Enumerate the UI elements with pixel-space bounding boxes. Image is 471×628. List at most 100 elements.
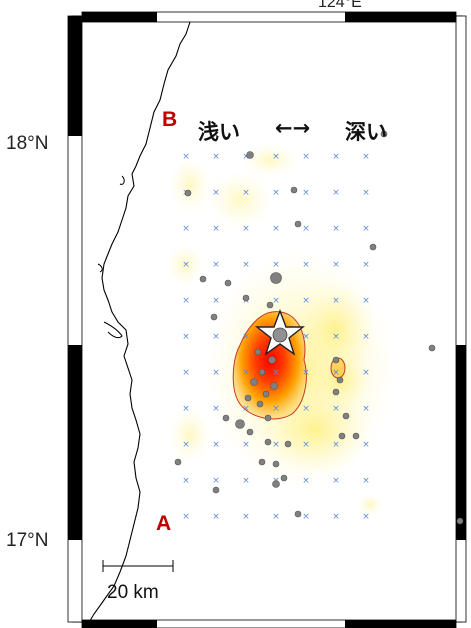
grid-cross-icon: × [242, 476, 250, 486]
earthquake-dot-icon [290, 186, 298, 194]
grid-cross-icon: × [332, 440, 340, 450]
grid-cross-icon: × [212, 440, 220, 450]
earthquake-dot-icon [254, 348, 262, 356]
earthquake-dot-icon [184, 189, 192, 197]
grid-cross-icon: × [212, 188, 220, 198]
grid-cross-icon: × [362, 152, 370, 162]
star-epicenter-icon [254, 309, 306, 356]
earthquake-dot-icon [272, 480, 280, 488]
grid-cross-icon: × [332, 188, 340, 198]
grid-cross-icon: × [272, 404, 280, 414]
earthquake-dot-icon [369, 243, 377, 251]
grid-cross-icon: × [272, 368, 280, 378]
grid-cross-icon: × [302, 332, 310, 342]
grid-cross-icon: × [332, 368, 340, 378]
grid-cross-icon: × [182, 404, 190, 414]
grid-cross-icon: × [332, 404, 340, 414]
grid-cross-icon: × [242, 188, 250, 198]
grid-cross-icon: × [212, 476, 220, 486]
earthquake-dot-icon [212, 486, 220, 494]
earthquake-dot-icon [210, 313, 218, 321]
legend-deep-label: 深い [345, 120, 387, 144]
earthquake-dot-icon [174, 458, 182, 466]
grid-cross-icon: × [302, 368, 310, 378]
grid-cross-icon: × [272, 512, 280, 522]
grid-cross-icon: × [212, 368, 220, 378]
map-frame-border [67, 11, 467, 628]
grid-cross-icon: × [302, 152, 310, 162]
section-start-label: A [156, 512, 172, 535]
grid-cross-icon: × [362, 476, 370, 486]
earthquake-dot-icon [338, 432, 346, 440]
grid-cross-icon: × [272, 188, 280, 198]
scale-bar [102, 560, 174, 572]
grid-cross-icon: × [332, 512, 340, 522]
grid-cross-icon: × [182, 368, 190, 378]
scale-bar-label: 20 km [107, 582, 159, 603]
earthquake-dot-icon [272, 460, 280, 468]
grid-cross-icon: × [272, 260, 280, 270]
grid-cross-icon: × [182, 512, 190, 522]
grid-cross-icon: × [302, 512, 310, 522]
grid-cross-icon: × [212, 260, 220, 270]
grid-cross-icon: × [332, 152, 340, 162]
grid-cross-icon: × [272, 224, 280, 234]
earthquake-dot-icon [270, 272, 282, 284]
grid-cross-icon: × [212, 296, 220, 306]
grid-cross-icon: × [362, 296, 370, 306]
section-end-label: B [162, 108, 178, 131]
earthquake-dot-icon [268, 356, 276, 364]
legend-arrow: ←→ [275, 116, 311, 140]
earthquake-dot-icon [342, 412, 350, 420]
grid-cross-icon: × [332, 224, 340, 234]
grid-cross-icon: × [182, 224, 190, 234]
grid-cross-icon: × [362, 188, 370, 198]
grid-cross-icon: × [182, 296, 190, 306]
grid-cross-icon: × [302, 296, 310, 306]
latitude-label-north: 18°N [6, 133, 49, 154]
earthquake-dot-icon [284, 440, 292, 448]
grid-cross-icon: × [242, 368, 250, 378]
grid-cross-icon: × [182, 440, 190, 450]
earthquake-dot-icon [380, 130, 388, 138]
earthquake-dot-icon [294, 510, 302, 518]
grid-cross-icon: × [362, 440, 370, 450]
earthquake-dot-icon [250, 378, 258, 386]
earthquake-dot-icon [235, 419, 245, 429]
earthquake-dot-icon [352, 432, 360, 440]
earthquake-dot-icon [264, 414, 272, 422]
grid-cross-icon: × [332, 296, 340, 306]
grid-cross-icon: × [242, 260, 250, 270]
grid-cross-icon: × [242, 152, 250, 162]
earthquake-dot-icon [258, 458, 266, 466]
grid-cross-icon: × [362, 332, 370, 342]
earthquake-dot-icon [242, 294, 250, 302]
latitude-label-south: 17°N [6, 530, 49, 551]
grid-cross-icon: × [362, 260, 370, 270]
coastline [87, 21, 191, 625]
grid-cross-icon: × [242, 440, 250, 450]
grid-cross-icon: × [212, 152, 220, 162]
grid-cross-icon: × [182, 152, 190, 162]
grid-cross-icon: × [272, 152, 280, 162]
earthquake-dot-icon [456, 517, 464, 525]
earthquake-dot-icon [428, 344, 436, 352]
earthquake-dot-icon [246, 151, 254, 159]
grid-cross-icon: × [212, 332, 220, 342]
grid-cross-icon: × [242, 512, 250, 522]
earthquake-dot-icon [332, 388, 340, 396]
earthquake-dot-icon [264, 438, 272, 446]
grid-cross-icon: × [182, 260, 190, 270]
legend-shallow-label: 浅い [198, 120, 240, 144]
earthquake-dot-icon [256, 400, 264, 408]
grid-cross-icon: × [362, 512, 370, 522]
longitude-top-label: 124°E [318, 0, 362, 11]
earthquake-dot-icon [336, 376, 344, 384]
grid-cross-icon: × [302, 188, 310, 198]
earthquake-dot-icon [246, 428, 254, 436]
grid-cross-icon: × [242, 332, 250, 342]
coastline-detail [97, 175, 125, 339]
grid-cross-icon: × [212, 512, 220, 522]
earthquake-dot-icon [199, 275, 207, 283]
earthquake-dot-icon [262, 390, 270, 398]
